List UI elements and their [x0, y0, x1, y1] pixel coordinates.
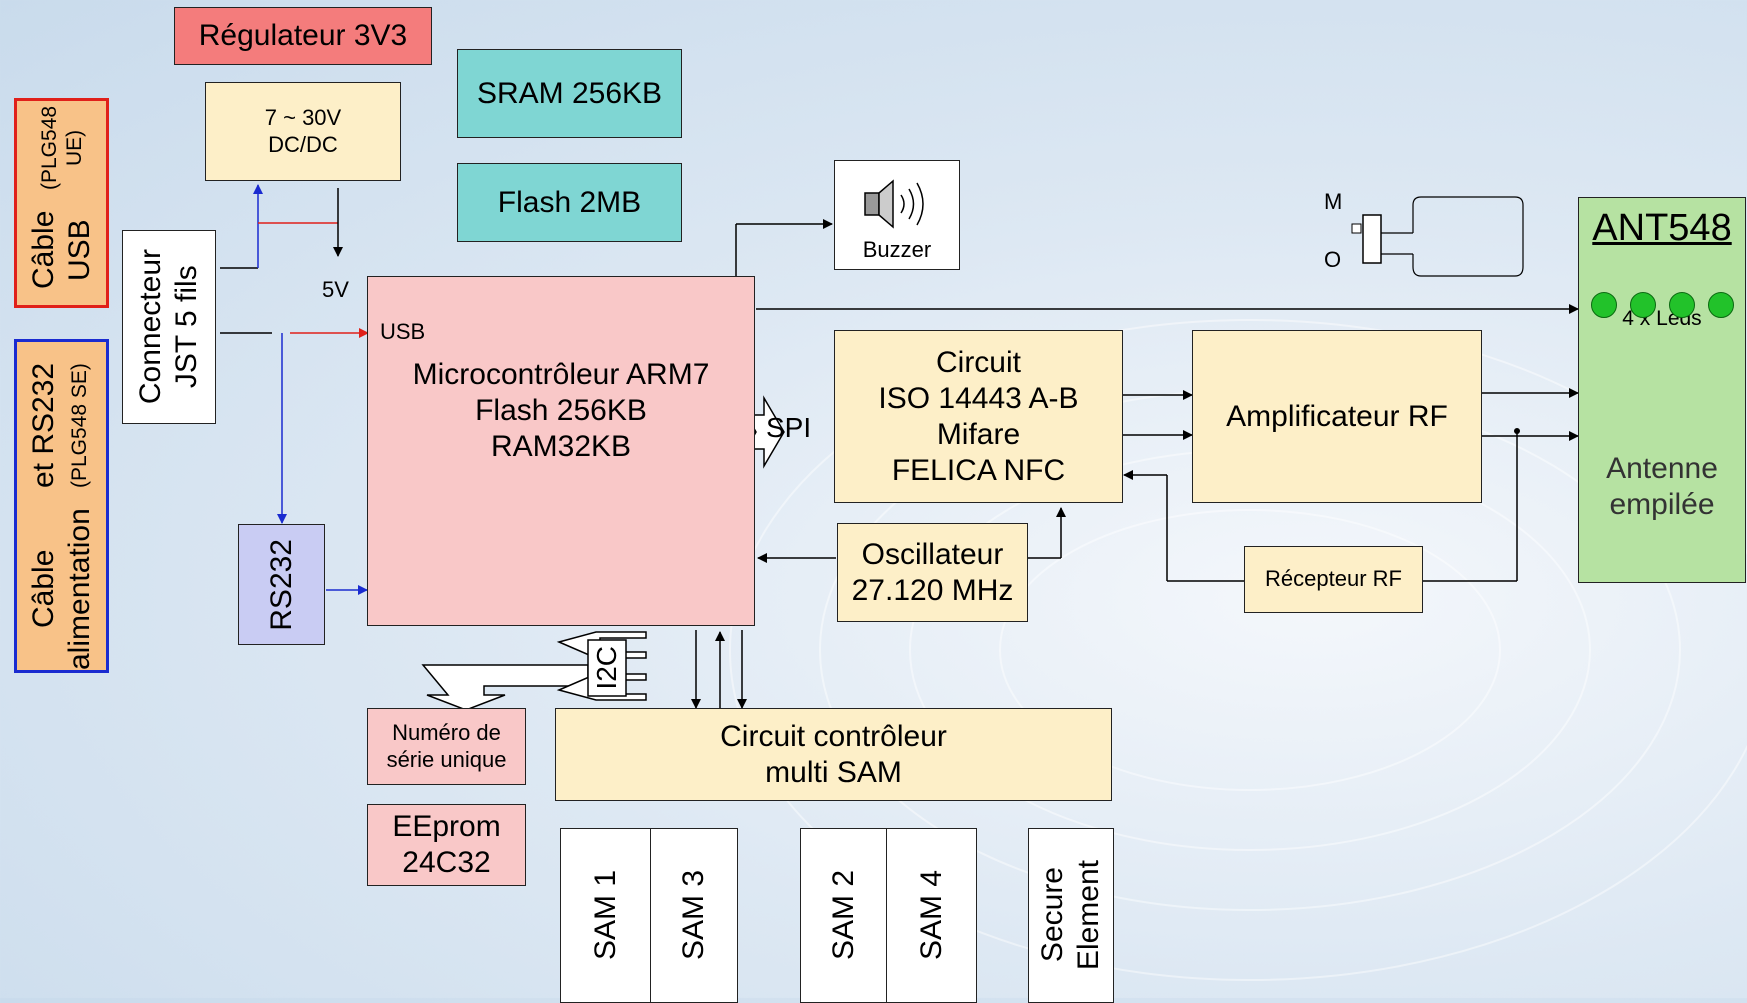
mcu-line3: RAM32KB	[490, 430, 632, 464]
mcu-line1: Microcontrôleur ARM7	[412, 358, 710, 392]
spi-label: SPI	[766, 412, 812, 443]
mcu-block: USB Microcontrôleur ARM7 Flash 256KB RAM…	[367, 276, 755, 626]
i2c-label: I2C	[591, 642, 622, 694]
connector-line1: Connecteur	[134, 249, 167, 405]
led-4	[1708, 292, 1734, 318]
i2c-label-text: I2C	[591, 646, 622, 690]
buzzer-label: Buzzer	[862, 236, 932, 262]
buzzer-block: Buzzer	[834, 160, 960, 270]
power-cable-title-line2: et RS232	[26, 362, 60, 488]
secure-element-slot: Secure Element	[1028, 828, 1114, 1003]
power-cable-title-line1: Câble alimentation	[26, 508, 96, 670]
sram-label: SRAM 256KB	[476, 76, 663, 110]
secure-element-line1: Secure	[1036, 867, 1069, 964]
antenna-title: ANT548	[1592, 207, 1732, 249]
sam-slot-1: SAM 1	[560, 828, 651, 1003]
serial-line2: série unique	[386, 746, 507, 772]
dc-dc-input-range: 7 ~ 30V	[264, 105, 342, 131]
antenna-block: ANT548 4 x Leds Antenne empilée	[1578, 197, 1746, 583]
serial-line1: Numéro de	[392, 720, 501, 746]
sam-slot-4: SAM 4	[886, 828, 977, 1003]
flash-label: Flash 2MB	[497, 185, 642, 219]
oscillator-line1: Oscillateur	[861, 537, 1004, 571]
oscillator-block: Oscillateur 27.120 MHz	[837, 523, 1028, 622]
connector-line2: JST 5 fils	[170, 265, 203, 389]
regulator-title-text: Régulateur 3V3	[198, 19, 408, 52]
flash-block: Flash 2MB	[457, 163, 682, 242]
nfc-circuit-block: Circuit ISO 14443 A-B Mifare FELICA NFC	[834, 330, 1123, 503]
oscillator-line2: 27.120 MHz	[851, 573, 1014, 607]
nfc-line1: Circuit	[935, 345, 1021, 379]
regulator-title: Régulateur 3V3	[174, 7, 432, 65]
sam-slot-2-label: SAM 2	[826, 870, 860, 961]
eeprom-block: EEprom 24C32	[367, 804, 526, 886]
eeprom-line2: 24C32	[402, 846, 491, 879]
led-2	[1630, 292, 1656, 318]
rf-amplifier-block: Amplificateur RF	[1192, 330, 1482, 503]
sam-controller-block: Circuit contrôleur multi SAM	[555, 708, 1112, 801]
dc-dc-converter: 7 ~ 30V DC/DC	[205, 82, 401, 181]
rf-receiver-block: Récepteur RF	[1244, 546, 1423, 613]
sam-slot-2: SAM 2	[800, 828, 887, 1003]
rf-amplifier-label: Amplificateur RF	[1226, 399, 1448, 433]
led-3	[1669, 292, 1695, 318]
led-1	[1591, 292, 1617, 318]
power-cable-ref: (PLG548 SE)	[67, 362, 91, 488]
sam-controller-line2: multi SAM	[765, 755, 902, 789]
eeprom-line1: EEprom	[392, 810, 501, 843]
dc-dc-type: DC/DC	[268, 131, 338, 157]
usb-cable-title: Câble USB	[26, 210, 96, 290]
serial-number-block: Numéro de série unique	[367, 708, 526, 785]
nfc-line3: Mifare	[936, 417, 1021, 451]
switch-label-m: M	[1324, 189, 1343, 214]
antenna-caption-line1: Antenne	[1606, 451, 1718, 485]
switch-label-o: O	[1324, 247, 1342, 272]
sam-slot-3-label: SAM 3	[677, 870, 710, 961]
sam-slot-1-label: SAM 1	[588, 870, 622, 961]
antenna-caption-line2: empilée	[1609, 487, 1715, 521]
sram-block: SRAM 256KB	[457, 49, 682, 138]
regulator-output-label: 5V	[322, 277, 349, 302]
mcu-line2: Flash 256KB	[475, 394, 647, 428]
mcu-usb-label: USB	[380, 319, 426, 344]
sam-slot-4-label: SAM 4	[914, 870, 948, 961]
power-cable-block: Câble alimentation et RS232 (PLG548 SE)	[14, 339, 109, 673]
sam-controller-line1: Circuit contrôleur	[720, 719, 947, 753]
jst-connector-block: Connecteur JST 5 fils	[122, 230, 216, 424]
rs232-block: RS232	[238, 524, 325, 645]
speaker-icon	[864, 178, 924, 229]
sam-slot-3: SAM 3	[650, 828, 738, 1003]
usb-cable-ref: (PLG548 UE)	[37, 105, 86, 190]
nfc-line2: ISO 14443 A-B	[878, 381, 1079, 415]
rs232-label: RS232	[264, 538, 298, 631]
nfc-line4: FELICA NFC	[891, 453, 1066, 487]
rf-receiver-label: Récepteur RF	[1265, 566, 1402, 592]
secure-element-line2: Element	[1072, 860, 1105, 971]
usb-cable-block: Câble USB (PLG548 UE)	[14, 98, 109, 308]
